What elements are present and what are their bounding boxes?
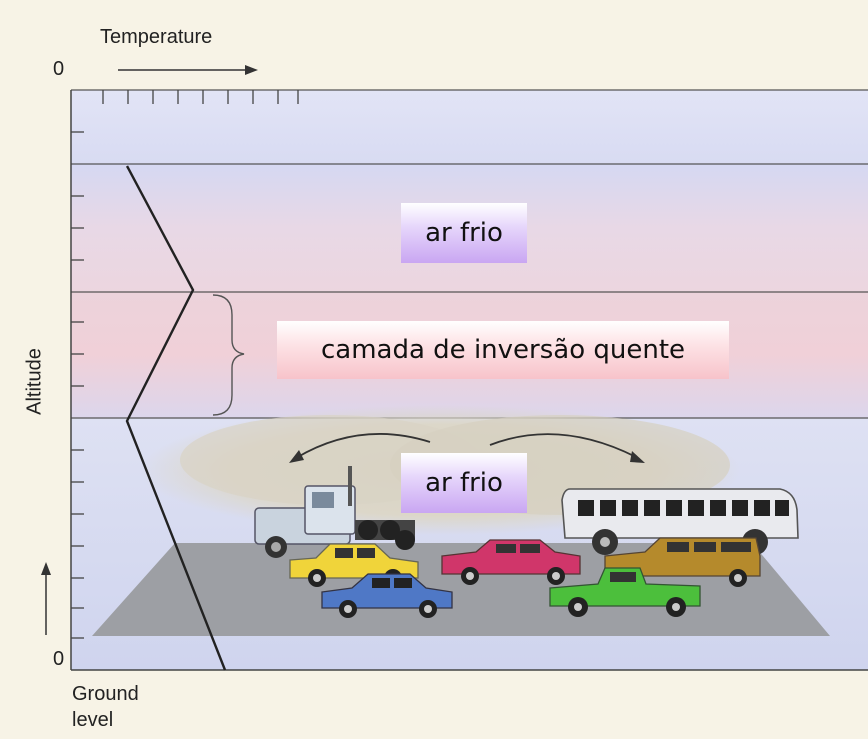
axes xyxy=(41,65,868,671)
ground-level-label: Ground level xyxy=(72,681,139,733)
upper-cold-air-label: ar frio xyxy=(401,203,527,263)
arrow-icon xyxy=(295,433,431,459)
car-icon xyxy=(549,567,701,617)
y-axis-zero-label: 0 xyxy=(53,648,65,670)
ground-label-line2: level xyxy=(72,709,114,731)
car-icon xyxy=(441,539,581,585)
inversion-layer-label: camada de inversão quente xyxy=(277,321,729,379)
car-icon xyxy=(321,573,453,618)
x-axis-title: Temperature xyxy=(100,26,213,48)
bus-icon xyxy=(561,488,799,555)
arrow-icon xyxy=(489,433,639,459)
inversion-brace-icon xyxy=(212,294,245,416)
altitude-arrow-icon xyxy=(41,562,51,635)
lower-cold-air-label: ar frio xyxy=(401,453,527,513)
ground-label-line1: Ground xyxy=(72,683,139,705)
smoke-arrows xyxy=(289,433,645,463)
x-axis-zero-label: 0 xyxy=(53,58,65,80)
top-band xyxy=(71,90,868,164)
truck-icon xyxy=(254,466,415,558)
y-axis-title: Altitude xyxy=(23,348,46,415)
temperature-arrow-icon xyxy=(118,65,258,75)
temperature-profile-line xyxy=(125,165,227,671)
